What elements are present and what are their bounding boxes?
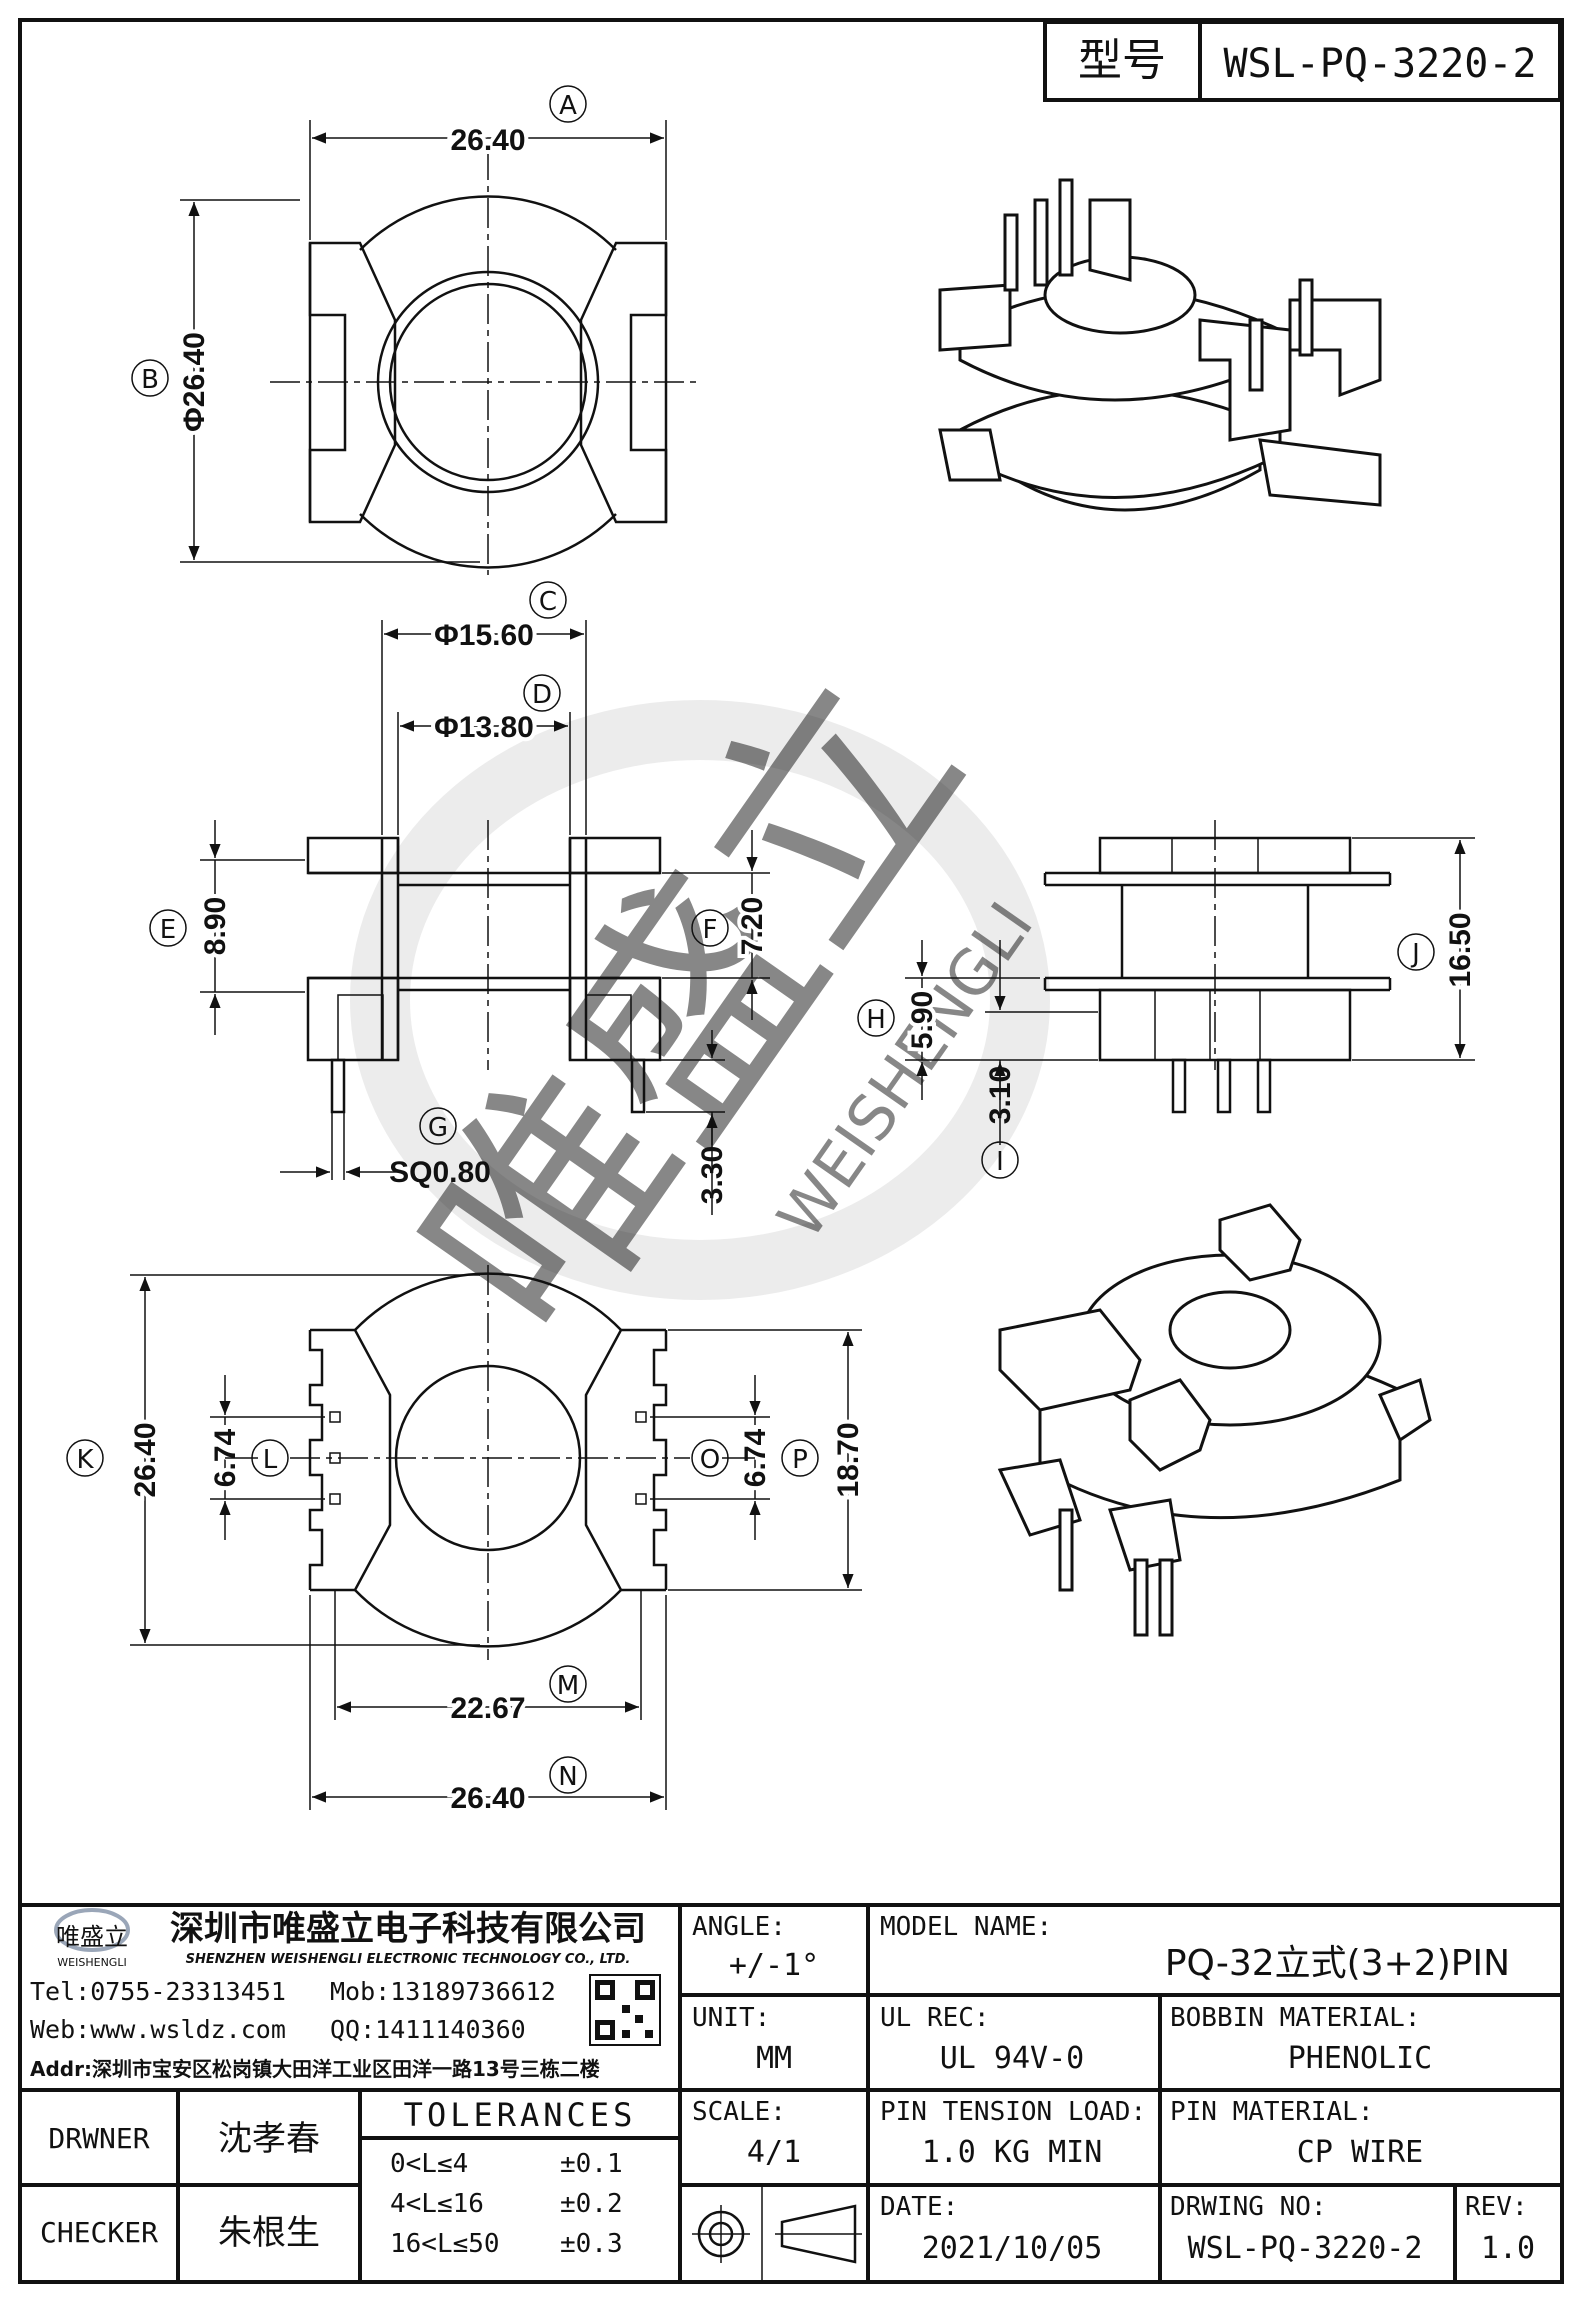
dim-e-value: 8.90 (199, 897, 232, 955)
dim-a-value: 26.40 (450, 124, 525, 157)
bobbin-material-label: BOBBIN MATERIAL: (1170, 2003, 1420, 2033)
dim-i-label: I (996, 1147, 1004, 1177)
tolerance-table: 0<L≤4 ±0.1 4<L≤16 ±0.2 16<L≤50 ±0.3 (390, 2149, 623, 2259)
dim-d-value: Φ13.80 (434, 711, 534, 744)
company-name: 深圳市唯盛立电子科技有限公司 (170, 1909, 646, 1949)
angle-label: ANGLE: (692, 1912, 786, 1942)
unit-label: UNIT: (692, 2003, 770, 2033)
dim-l-label: L (263, 1445, 278, 1475)
qr-code (589, 1974, 661, 2046)
dim-g-label: G (428, 1113, 448, 1143)
dim-d-label: D (532, 680, 552, 710)
isometric-view-top (938, 178, 1382, 512)
model-number: WSL-PQ-3220-2 (1223, 41, 1536, 87)
logo-subtext: WEISHENGLI (57, 1956, 126, 1969)
dim-m-value: 22.67 (450, 1692, 525, 1725)
bobbin-material-value: PHENOLIC (1288, 2041, 1433, 2076)
dim-g-value: SQ0.80 (389, 1156, 491, 1189)
drawing-no-value: WSL-PQ-3220-2 (1188, 2231, 1423, 2266)
dim-b-label: B (141, 365, 159, 395)
bottom-view: 26.40 K 6.74 L 6.74 O 18.70 P 22.67 (66, 1265, 869, 1819)
dim-p-value: 18.70 (832, 1422, 865, 1497)
dim-n-value: 26.40 (450, 1782, 525, 1815)
pin-tension-value: 1.0 KG MIN (922, 2135, 1103, 2170)
rev-value: 1.0 (1481, 2231, 1535, 2266)
dim-h-value: 5.90 (906, 991, 939, 1049)
tol-row-value: ±0.2 (560, 2189, 623, 2219)
dim-f-label: F (703, 915, 718, 945)
model-label: 型号 (1078, 35, 1166, 86)
scale-value: 4/1 (747, 2135, 801, 2170)
date-label: DATE: (880, 2192, 958, 2222)
company-address: Addr:深圳市宝安区松岗镇大田洋工业区田洋一路13号三栋二楼 (30, 2057, 600, 2081)
ul-rec-label: UL REC: (880, 2003, 990, 2033)
projection-symbol-icon (692, 2204, 862, 2264)
drawing-border (18, 18, 1564, 2284)
tol-row-value: ±0.3 (560, 2229, 623, 2259)
dim-o-label: O (700, 1445, 720, 1475)
dim-k-label: K (76, 1445, 94, 1475)
title-block: 唯盛立 WEISHENGLI 深圳市唯盛立电子科技有限公司 SHENZHEN W… (20, 1903, 1562, 2282)
dim-c-value: Φ15.60 (434, 619, 534, 652)
pin-material-label: PIN MATERIAL: (1170, 2097, 1374, 2127)
model-name-value: PQ-32立式(3+2)PIN (1165, 1943, 1510, 1984)
dim-n-label: N (558, 1762, 577, 1792)
dim-f-value: 7.20 (736, 897, 769, 955)
logo-text: 唯盛立 (56, 1923, 128, 1951)
tol-row-range: 16<L≤50 (390, 2229, 500, 2259)
company-mob: Mob:13189736612 (330, 1977, 556, 2006)
company-tel: Tel:0755-23313451 (30, 1977, 286, 2006)
company-name-en: SHENZHEN WEISHENGLI ELECTRONIC TECHNOLOG… (186, 1952, 631, 1967)
company-web: Web:www.wsldz.com (30, 2015, 286, 2044)
company-qq: QQ:1411140360 (330, 2015, 526, 2044)
dim-j-value: 16.50 (1444, 912, 1477, 987)
date-value: 2021/10/05 (922, 2231, 1103, 2266)
drawer-label: DRWNER (48, 2122, 149, 2155)
drawing-no-label: DRWING NO: (1170, 2192, 1327, 2222)
scale-label: SCALE: (692, 2097, 786, 2127)
checker-label: CHECKER (40, 2216, 158, 2249)
dim-pin-length-value: 3.30 (696, 1146, 729, 1204)
rev-label: REV: (1465, 2192, 1528, 2222)
dim-p-label: P (792, 1445, 808, 1475)
drawer-value: 沈孝春 (218, 2119, 320, 2159)
checker-value: 朱根生 (218, 2213, 320, 2253)
company-logo: 唯盛立 WEISHENGLI (54, 1908, 130, 1969)
tol-row-range: 4<L≤16 (390, 2189, 484, 2219)
tolerances-label: TOLERANCES (404, 2096, 637, 2134)
pin-tension-label: PIN TENSION LOAD: (880, 2097, 1146, 2127)
model-header: 型号 WSL-PQ-3220-2 (1043, 20, 1562, 102)
tol-row-value: ±0.1 (560, 2149, 623, 2179)
dim-m-label: M (557, 1671, 579, 1701)
model-name-label: MODEL NAME: (880, 1912, 1052, 1942)
dim-b-value: Φ26.40 (178, 332, 211, 432)
dim-a-label: A (559, 91, 577, 121)
unit-value: MM (756, 2041, 792, 2076)
side-view: 16.50 J 5.90 H 3.10 I (857, 820, 1481, 1179)
dim-h-label: H (866, 1005, 886, 1035)
isometric-view-bottom (997, 1203, 1432, 1637)
angle-value: +/-1° (729, 1948, 819, 1983)
tol-row-range: 0<L≤4 (390, 2149, 468, 2179)
front-section-view: Φ15.60 C Φ13.80 D 8.90 E 7.20 F SQ0.80 (149, 581, 773, 1215)
dim-e-label: E (160, 915, 176, 945)
pin-material-value: CP WIRE (1297, 2135, 1423, 2170)
dim-c-label: C (539, 587, 557, 617)
dim-i-value: 3.10 (984, 1066, 1017, 1124)
ul-rec-value: UL 94V-0 (940, 2041, 1085, 2076)
top-view: 26.40 A Φ26.40 B (131, 85, 700, 575)
dim-j-label: J (1410, 939, 1420, 969)
dim-k-value: 26.40 (129, 1422, 162, 1497)
